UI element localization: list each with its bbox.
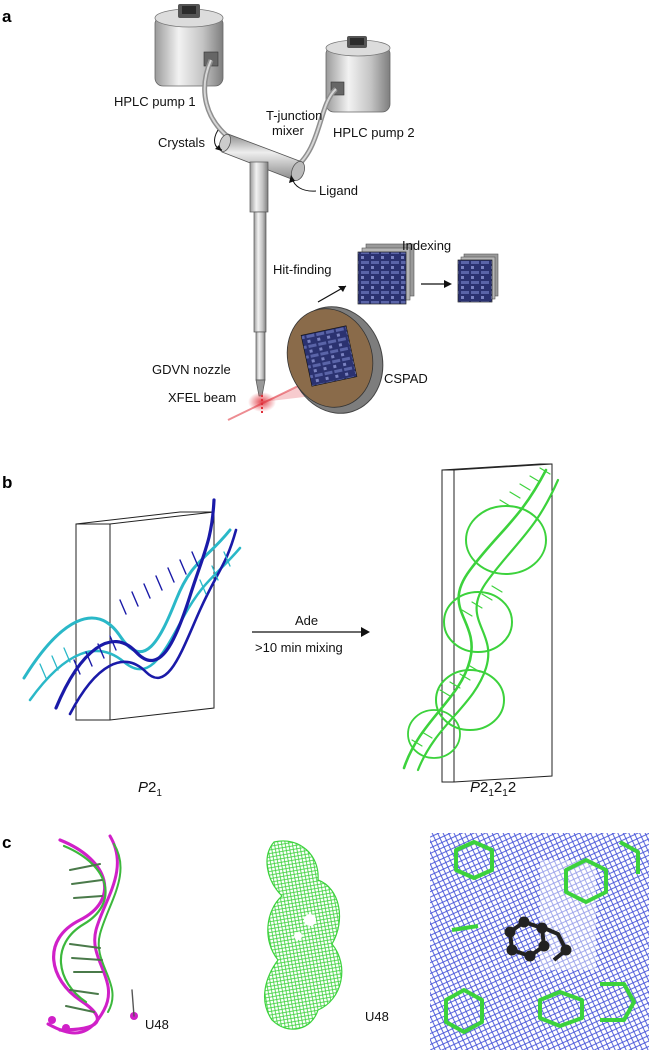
hplc-pump-1-illustration	[154, 4, 224, 87]
rna-structure-p21212	[402, 467, 560, 772]
label-hplc-pump-1: HPLC pump 1	[114, 94, 196, 109]
panel-label-b: b	[2, 473, 12, 492]
cspad-detector-illustration	[286, 306, 384, 414]
label-cspad: CSPAD	[384, 371, 428, 386]
label-ade: Ade	[295, 613, 318, 628]
rna-cartoon-overlay	[46, 834, 138, 1035]
label-hplc-pump-2: HPLC pump 2	[333, 125, 415, 140]
label-mixing-time: >10 min mixing	[255, 640, 343, 655]
label-indexing: Indexing	[402, 238, 451, 253]
unit-cell-p21212	[441, 463, 553, 783]
label-u48-middle: U48	[365, 1009, 389, 1024]
electron-density-map-green	[264, 840, 343, 1030]
hplc-pump-2-illustration	[325, 36, 391, 113]
panel-a: a	[2, 4, 499, 421]
label-crystals: Crystals	[158, 135, 205, 150]
adenine-ligand	[504, 916, 572, 962]
space-group-p21212: P21212	[470, 779, 516, 799]
indexing-stack-illustration	[457, 253, 499, 303]
label-t-junction: T-junction	[266, 108, 322, 123]
label-ligand: Ligand	[319, 183, 358, 198]
panel-c: c U48 U48	[2, 833, 649, 1050]
label-mixer: mixer	[272, 123, 304, 138]
label-xfel-beam: XFEL beam	[168, 390, 236, 405]
hit-finding-stack-illustration	[357, 243, 415, 305]
label-gdvn-nozzle: GDVN nozzle	[152, 362, 231, 377]
space-group-p21: P21	[138, 779, 162, 799]
panel-label-a: a	[2, 7, 12, 26]
ligand-density-closeup	[430, 833, 649, 1050]
label-u48-left: U48	[145, 1017, 169, 1032]
panel-b: b Ade >10 min mixing	[2, 463, 560, 799]
panel-label-c: c	[2, 833, 11, 852]
label-hit-finding: Hit-finding	[273, 262, 332, 277]
rna-structure-p21	[22, 498, 242, 716]
t-junction-mixer-illustration	[218, 133, 305, 182]
unit-cell-p21	[75, 511, 215, 721]
gdvn-nozzle-illustration	[249, 161, 269, 397]
